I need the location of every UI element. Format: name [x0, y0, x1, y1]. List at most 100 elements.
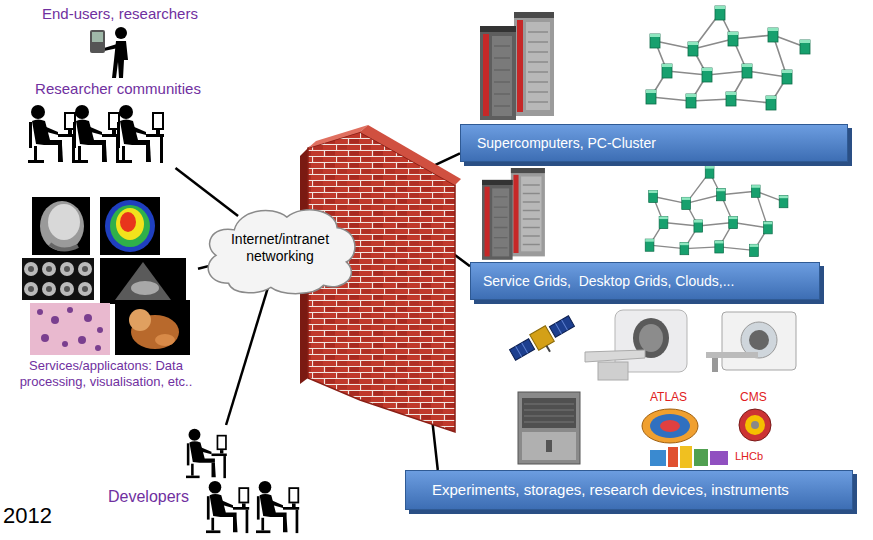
- storage-cabinet-figure: [522, 398, 576, 428]
- medical-images: [37, 307, 103, 351]
- medical-images: [84, 314, 92, 322]
- medical-images: [115, 262, 171, 304]
- resource-band: Supercomputers, PC-Cluster: [460, 124, 848, 162]
- supercomputer-row-2: [482, 166, 788, 260]
- group-title: End-users, researchers: [42, 5, 198, 23]
- cms-detector-figure: [745, 415, 765, 435]
- resource-band: Service Grids, Desktop Grids, Clouds,...: [470, 262, 820, 300]
- cloud-outline: [208, 210, 355, 294]
- lhcb-detector-figure: [680, 446, 692, 468]
- firewall: [308, 125, 368, 148]
- medical-images: [97, 327, 103, 333]
- pda-user-figure: [90, 30, 105, 53]
- medical-images: [37, 309, 43, 315]
- network-cloud: Internet/intranet networking: [200, 200, 360, 296]
- satellite-figure: [530, 326, 555, 351]
- storage-cabinet-figure: [546, 440, 552, 452]
- medical-images: [78, 282, 92, 296]
- medical-images: [120, 212, 136, 232]
- medical-images: [42, 282, 56, 296]
- pda-user-figure: [90, 27, 128, 78]
- developers-icon: [186, 429, 227, 478]
- medical-images: [60, 282, 74, 296]
- pda-user-figure: [104, 44, 118, 51]
- satellite-figure: [508, 313, 579, 369]
- ct-scanner-figure: [598, 362, 628, 380]
- medical-images: [100, 258, 186, 304]
- node-text: Internet/intranet networking: [208, 231, 352, 265]
- medical-images: [46, 266, 52, 272]
- medical-images: [105, 200, 155, 252]
- medical-images: [24, 262, 92, 296]
- lhcb-detector-figure: [694, 449, 708, 466]
- medical-images: [78, 262, 92, 276]
- satellite-figure: [516, 320, 568, 357]
- medical-images: [50, 244, 78, 250]
- detector-name: CMS: [740, 390, 767, 404]
- medical-images: [155, 334, 175, 346]
- researchers-icon: [116, 105, 164, 163]
- atlas-detector-figure: [660, 420, 680, 432]
- mri-scanner-figure: [749, 330, 769, 350]
- medical-images: [95, 345, 101, 351]
- lhcb-detector-figure: [650, 450, 666, 466]
- researchers-icon: [72, 105, 120, 163]
- medical-images: [110, 205, 150, 247]
- researchers-icon: [28, 105, 76, 163]
- mri-scanner-figure: [706, 352, 758, 358]
- medical-images: [82, 286, 88, 292]
- medical-images: [40, 201, 84, 251]
- cms-detector-figure: [739, 409, 771, 441]
- cms-detector-figure: [739, 409, 771, 441]
- pda-user-figure: [92, 32, 103, 42]
- detector-name: LHCb: [735, 450, 763, 463]
- storage-cabinet-figure: [522, 432, 576, 460]
- pda-user-figure: [115, 27, 127, 39]
- medical-images: [48, 204, 80, 240]
- medical-images: [32, 197, 90, 255]
- medical-images: [28, 266, 88, 292]
- supercomputer-row-1: [480, 12, 554, 120]
- atlas-detector-figure: [642, 409, 698, 443]
- cms-detector-figure: [751, 421, 759, 429]
- medical-images: [129, 309, 151, 331]
- medical-images: [51, 316, 59, 324]
- researchers-icon: [28, 105, 164, 163]
- medical-images: [64, 266, 70, 272]
- medical-images: [41, 334, 49, 342]
- medical-images: [42, 262, 56, 276]
- medical-images: [62, 341, 68, 347]
- developers-icon: [186, 429, 299, 533]
- medical-images: [82, 266, 88, 272]
- node-text: Researcher communities: [35, 80, 201, 98]
- developers-icon: [256, 481, 299, 533]
- medical-images: [28, 286, 34, 292]
- developer-group: Developers: [105, 425, 313, 537]
- detector-name: ATLAS: [650, 390, 687, 404]
- node-text: Supercomputers, PC-Cluster: [477, 135, 656, 152]
- medical-images: [131, 281, 159, 295]
- medical-images: [24, 262, 38, 276]
- satellite-figure: [547, 346, 551, 352]
- supercomputer-row-1: [480, 6, 810, 120]
- medical-images: [22, 197, 190, 355]
- medical-images: [24, 282, 38, 296]
- node-text: Experiments, storages, research devices,…: [432, 481, 789, 499]
- medical-images: [28, 266, 34, 272]
- atlas-detector-figure: [642, 409, 698, 443]
- ct-scanner-figure: [585, 310, 687, 380]
- ct-scanner-figure: [585, 350, 645, 362]
- supercomputer-row-1: [646, 6, 810, 110]
- node-text: Services/applicatons: Data processing, v…: [14, 358, 198, 389]
- medical-images: [60, 262, 74, 276]
- medical-images: [22, 258, 94, 300]
- user-group: Researcher communities: [18, 80, 218, 168]
- storage-cabinet-figure: [524, 404, 574, 422]
- network-link: [175, 168, 238, 216]
- medical-images: [30, 303, 110, 355]
- mri-scanner-figure: [712, 358, 718, 372]
- storage-cabinet-figure: [518, 392, 580, 464]
- resource-band: Experiments, storages, research devices,…: [405, 470, 853, 510]
